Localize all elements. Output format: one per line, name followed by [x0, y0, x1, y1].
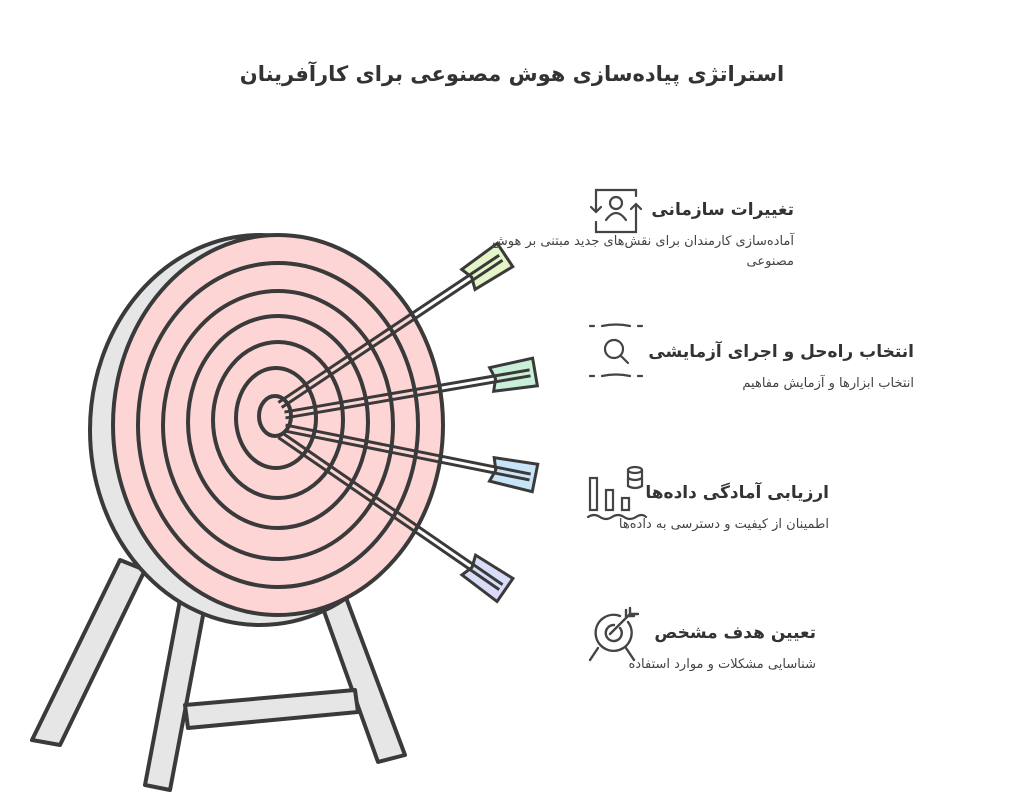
item-title: تغییرات سازمانی [651, 200, 794, 220]
target-icon [588, 606, 640, 662]
target-stand [30, 558, 407, 792]
arrow-shaft [280, 431, 504, 586]
arrows [277, 241, 540, 604]
item-title: ارزیابی آمادگی داده‌ها [645, 483, 829, 503]
item-solution-pilot: انتخاب راه‌حل و اجرای آزمایشی انتخاب ابز… [574, 342, 914, 394]
item-description: انتخاب ابزارها و آزمایش مفاهیم [742, 376, 914, 391]
arrow [277, 431, 516, 604]
arrow-shaft [285, 423, 531, 476]
target-ring [234, 366, 318, 470]
arrow-shaft [277, 436, 501, 591]
item-org-change: تغییرات سازمانی آماده‌سازی کارمندان برای… [454, 200, 794, 272]
arrow-fletching [487, 455, 540, 494]
arrow-shaft [284, 368, 530, 414]
arrow [284, 356, 540, 420]
stand-leg-left [30, 558, 147, 747]
org-change-icon [589, 188, 643, 234]
target-ring [136, 261, 420, 589]
arrow-shaft [285, 374, 531, 420]
item-goal: تعیین هدف مشخص شناسایی مشکلات و موارد اس… [476, 623, 816, 675]
arrow [277, 241, 515, 409]
page-title: استراتژی پیاده‌سازی هوش مصنوعی برای کارآ… [239, 62, 785, 86]
arrow-fletching [487, 356, 540, 394]
stand-leg-right [318, 593, 407, 764]
target-ring [161, 289, 395, 561]
search-icon [588, 323, 644, 378]
item-title: تعیین هدف مشخص [654, 623, 816, 643]
target-ring [211, 340, 345, 500]
stand-crossbar [183, 688, 360, 730]
item-description: شناسایی مشکلات و موارد استفاده [628, 657, 816, 672]
arrow-shaft [284, 429, 530, 482]
item-data-readiness: ارزیابی آمادگی داده‌ها اطمینان از کیفیت … [489, 483, 829, 535]
target-rings [111, 233, 445, 617]
item-description: آماده‌سازی کارمندان برای نقش‌های جدید مب… [491, 234, 794, 269]
data-chart-icon [586, 465, 648, 521]
arrow [284, 423, 540, 494]
item-title: انتخاب راه‌حل و اجرای آزمایشی [648, 342, 914, 362]
stand-leg-middle [143, 598, 207, 792]
item-description: اطمینان از کیفیت و دسترسی به داده‌ها [618, 517, 829, 532]
arrow-shaft [277, 254, 501, 404]
arrow-shaft [280, 259, 504, 409]
target-ring [186, 314, 370, 530]
